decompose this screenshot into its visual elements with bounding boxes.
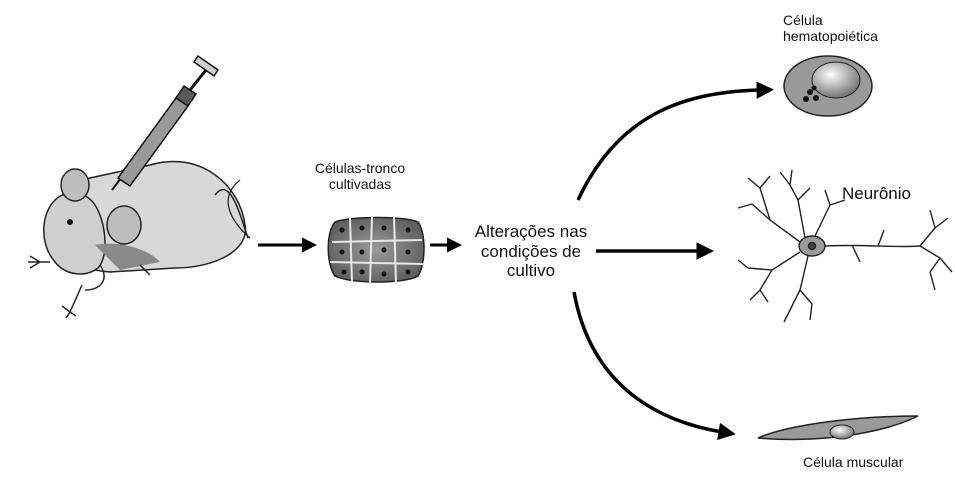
- hematopoietic-cell-label: Célula hematopoiética: [783, 12, 878, 44]
- culture-changes-label-line2: condições de: [480, 241, 582, 261]
- cultured-cells-label-line2: cultivadas: [328, 176, 392, 193]
- arrow-to-hematopoietic-cell: [576, 81, 774, 201]
- neuron-illustration: [737, 169, 953, 323]
- muscle-cell-label: Célula muscular: [803, 454, 904, 470]
- mouse-illustration: [28, 160, 251, 319]
- neuron-label: Neurônio: [842, 184, 911, 203]
- cultured-cells-label: Células-tronco cultivadas: [300, 160, 420, 192]
- cultured-cells-label-line1: Células-tronco: [314, 160, 406, 176]
- culture-changes-label-line1: Alterações nas: [474, 222, 588, 241]
- muscle-cell-illustration: [757, 415, 919, 441]
- hematopoietic-cell-illustration: [783, 55, 873, 117]
- hematopoietic-label-line2: hematopoiética: [783, 28, 878, 45]
- culture-changes-label: Alterações nas condições de cultivo: [456, 222, 606, 281]
- hematopoietic-label-line1: Célula: [783, 12, 823, 28]
- arrow-to-muscle-cell: [572, 291, 736, 441]
- syringe-illustration: [111, 54, 220, 191]
- culture-changes-label-line3: cultivo: [506, 261, 556, 281]
- cultured-cells-illustration: [327, 215, 425, 285]
